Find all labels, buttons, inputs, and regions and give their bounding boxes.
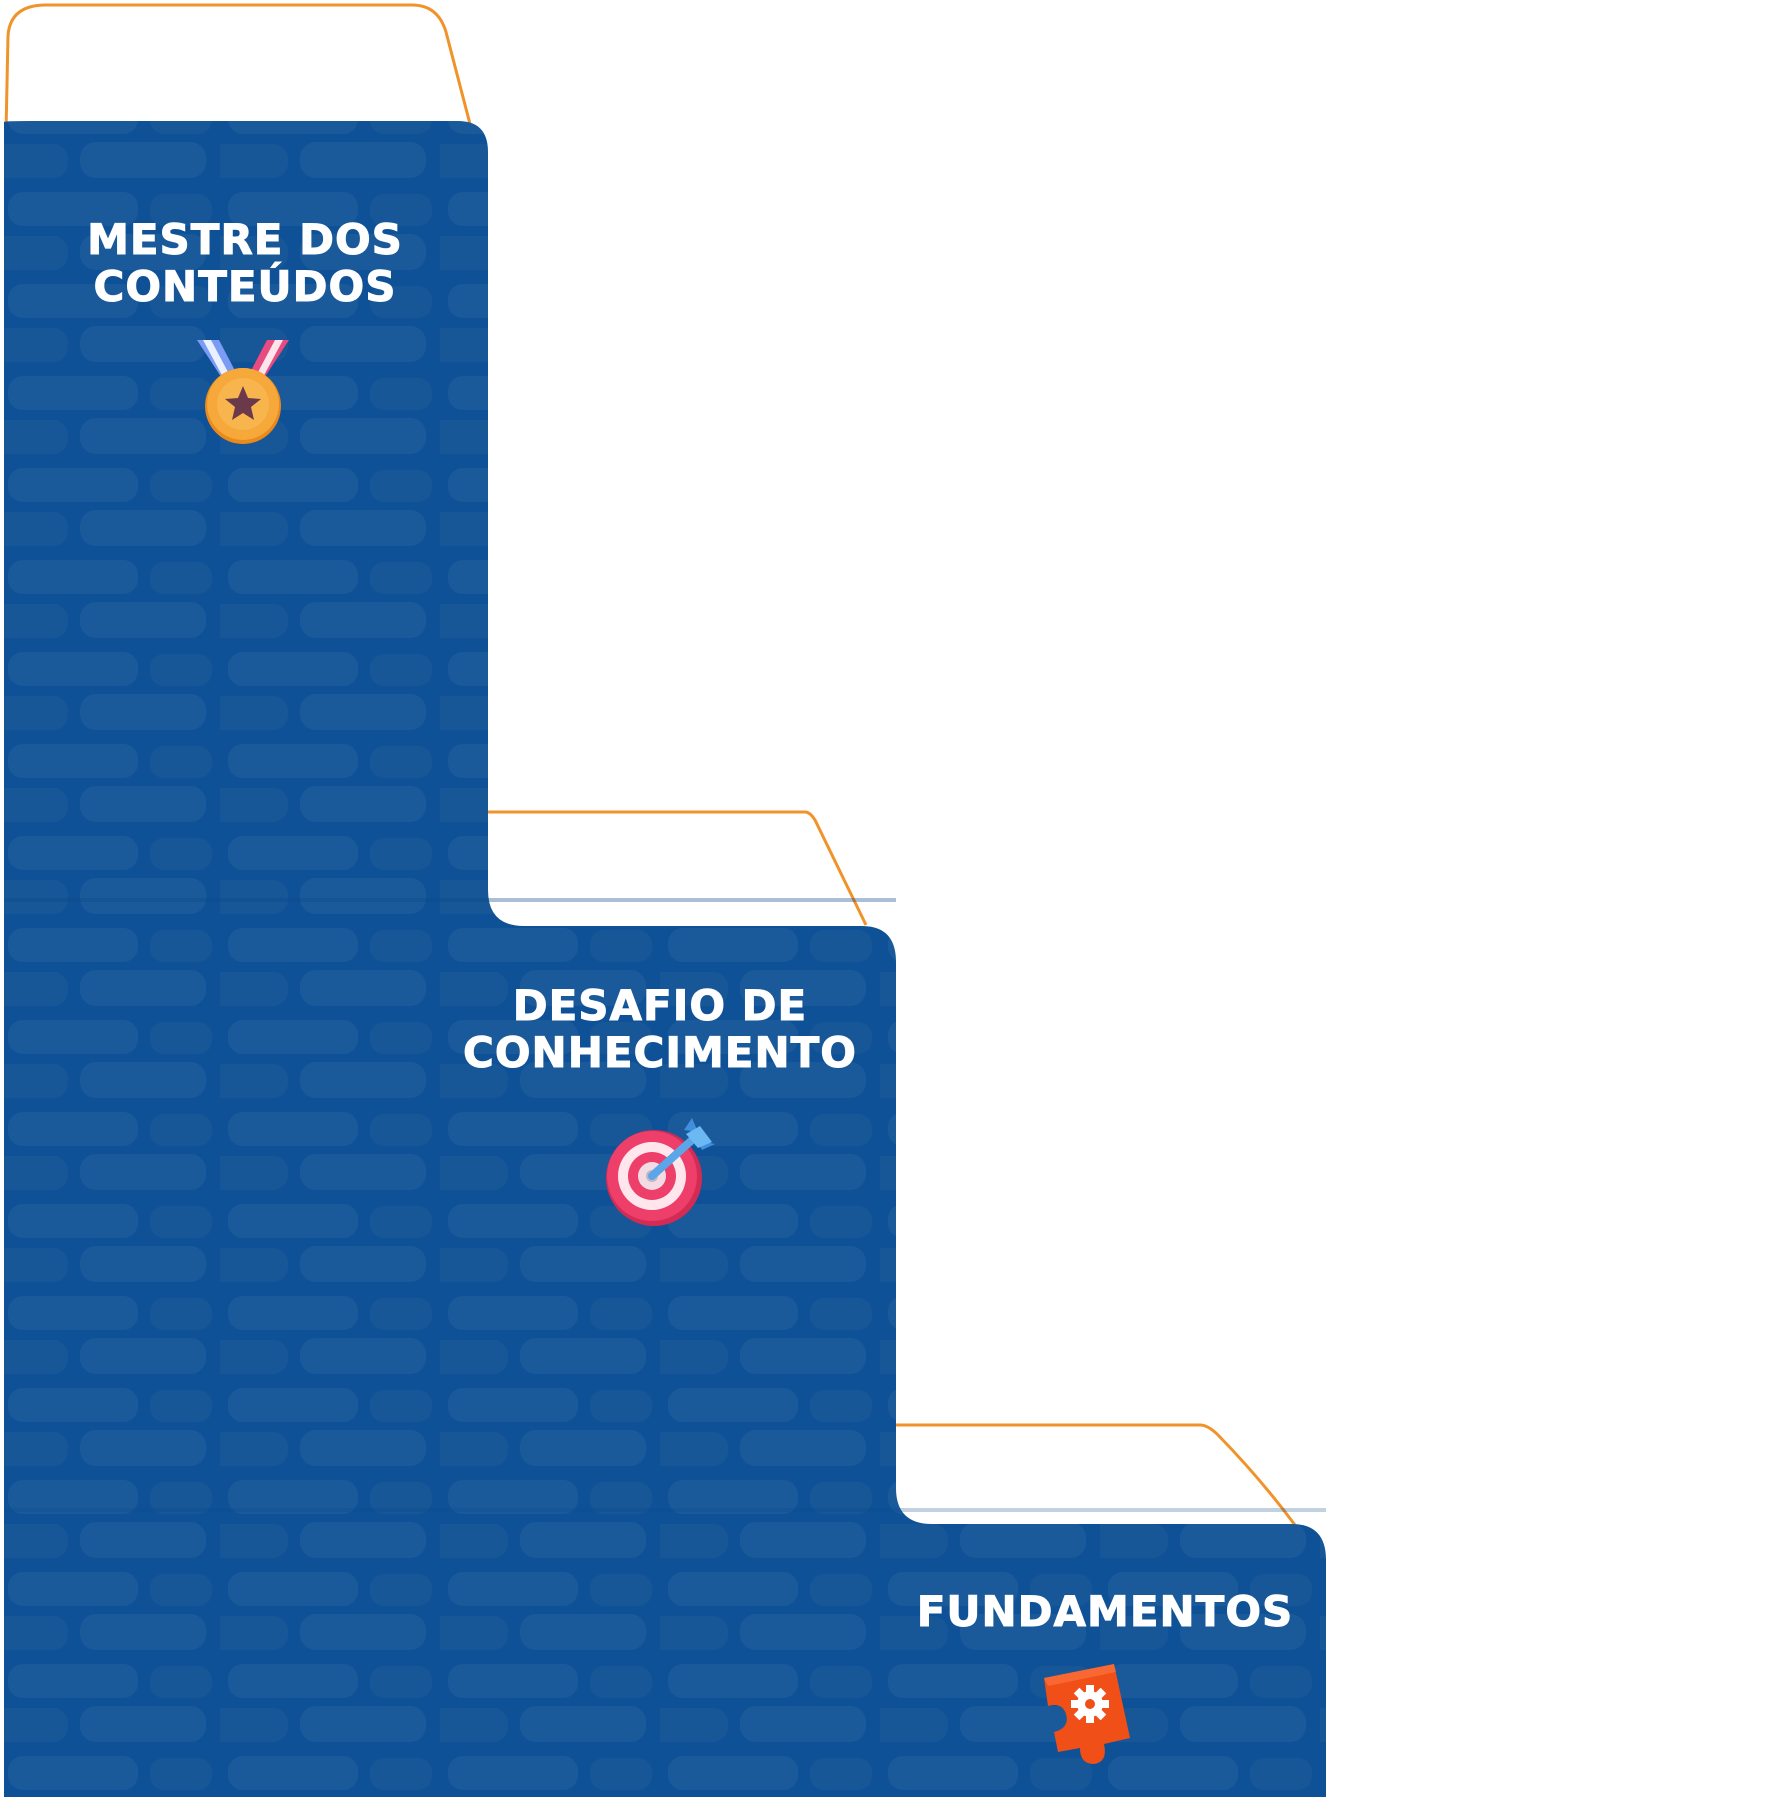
step-3-outline — [896, 1423, 1297, 1526]
step-2-title: Desafio de conhecimento — [455, 981, 865, 1078]
step-3-title: Fundamentos — [885, 1587, 1325, 1636]
step-1-outline — [4, 3, 472, 133]
step-1-title: Mestre dos conteúdos — [40, 215, 450, 312]
step-1-title-line-2: conteúdos — [93, 262, 397, 312]
step-2-title-line-1: Desafio de — [512, 981, 808, 1030]
step-2-outline — [488, 810, 868, 926]
step-1-title-line-1: Mestre dos — [87, 215, 403, 264]
step-3-title-line-1: Fundamentos — [916, 1587, 1294, 1636]
target-icon — [606, 1118, 715, 1226]
puzzle-gear-icon — [1044, 1664, 1130, 1764]
step-2-title-line-2: conhecimento — [463, 1028, 857, 1078]
step-blocks — [4, 121, 1326, 1797]
medal-icon — [197, 340, 289, 444]
